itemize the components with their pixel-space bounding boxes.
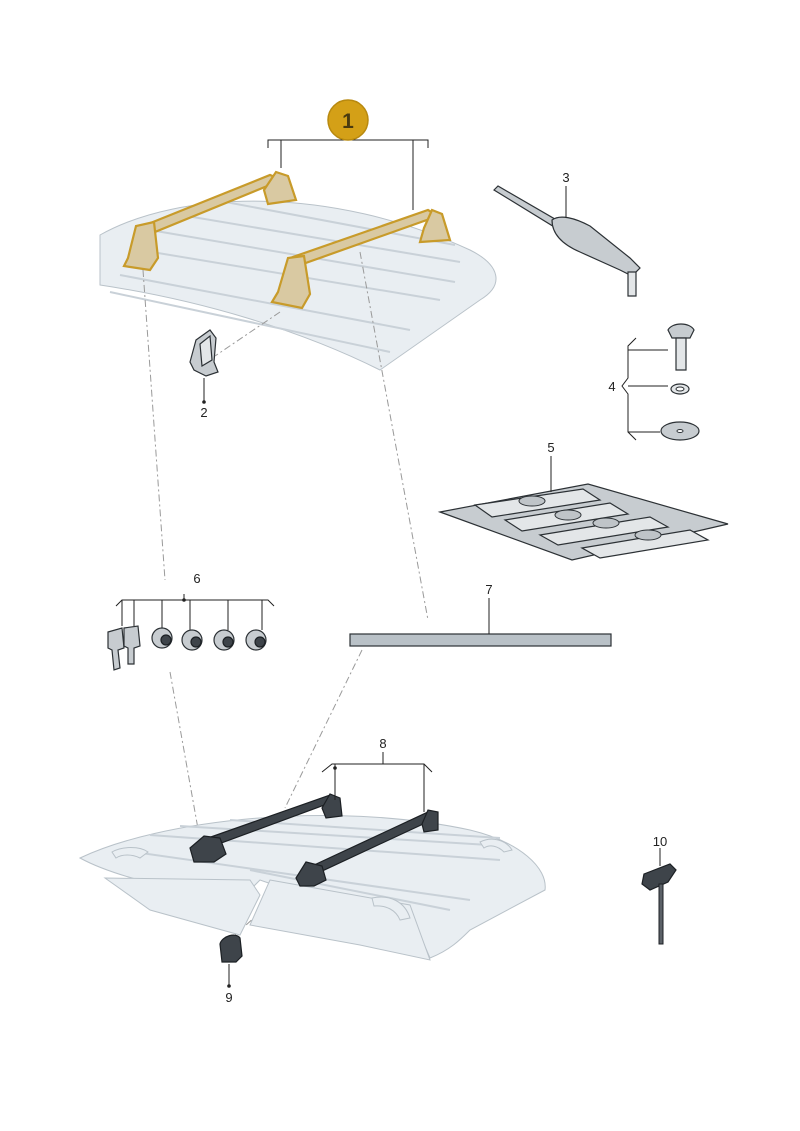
badge-circle — [327, 99, 369, 141]
callout-4-label: 4 — [608, 379, 615, 394]
lock-cylinder — [245, 629, 267, 651]
part-6-lock-set[interactable]: 6 — [107, 571, 275, 671]
part-8-roof-bars[interactable]: 8 — [189, 736, 439, 887]
part-5-protective-film[interactable]: 5 — [437, 440, 729, 561]
part-4-bolt-set[interactable]: 4 — [608, 323, 700, 441]
bottom-car-roof — [78, 814, 546, 961]
callout-2-label: 2 — [200, 405, 207, 420]
callout-8-label: 8 — [379, 736, 386, 751]
lock-cylinder — [151, 627, 173, 649]
callout-5-label: 5 — [547, 440, 554, 455]
roof-bar-assembly-highlighted[interactable] — [122, 170, 452, 310]
callout-6-label: 6 — [193, 571, 200, 586]
callout-9-label: 9 — [225, 990, 232, 1005]
callout-3-label: 3 — [562, 170, 569, 185]
part-2-foot-cover[interactable]: 2 — [189, 329, 219, 420]
badge-number: 1 — [342, 110, 354, 133]
callout-7-label: 7 — [485, 582, 492, 597]
part-3-clamp[interactable]: 3 — [493, 170, 641, 297]
callout-10-label: 10 — [653, 834, 667, 849]
assembly-1-badge[interactable]: 1 — [327, 99, 369, 141]
part-7-rubber-strip[interactable]: 7 — [349, 582, 612, 647]
part-9-cover-cap[interactable]: 9 — [219, 934, 243, 1005]
lock-cylinder — [213, 629, 235, 651]
lock-cylinder — [181, 629, 203, 651]
part-10-t-handle-key[interactable]: 10 — [641, 834, 677, 945]
